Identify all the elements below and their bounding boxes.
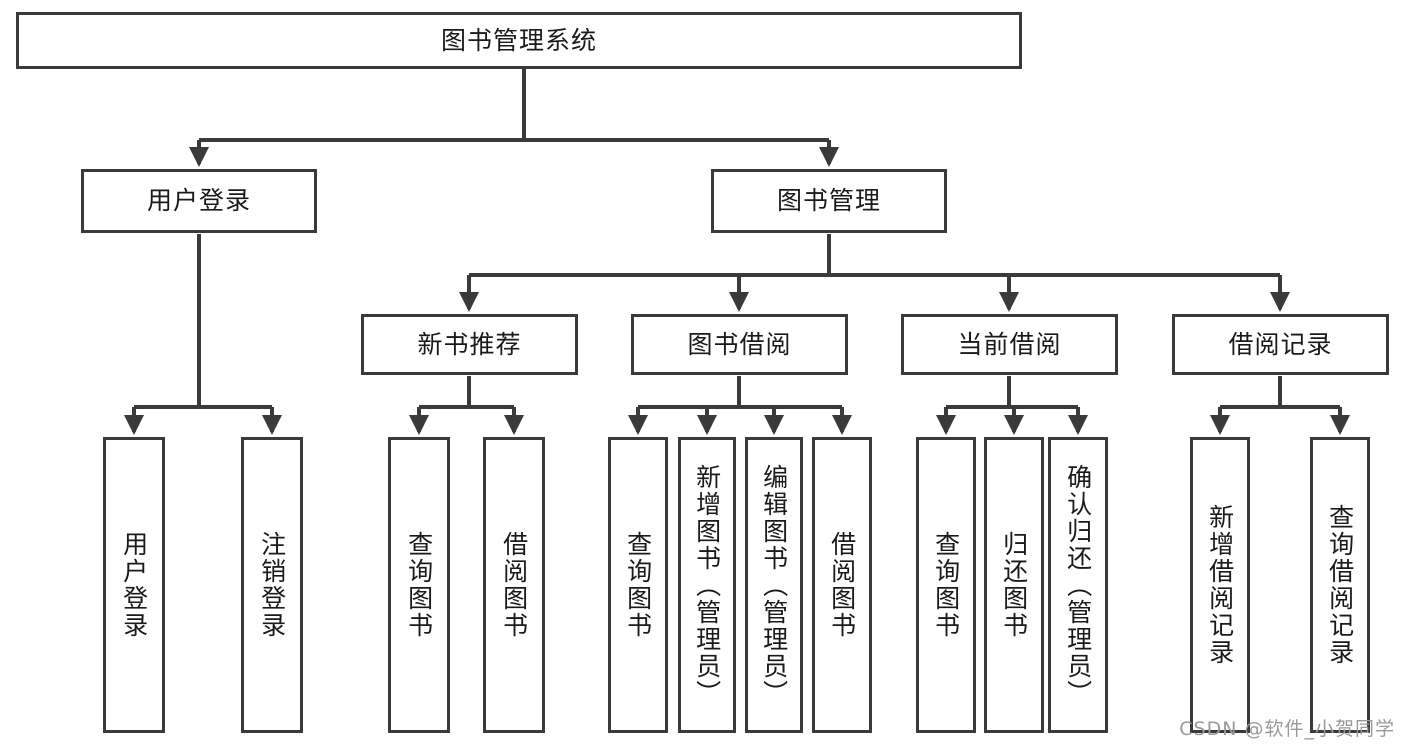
node-label: 借阅图书 (499, 531, 529, 639)
node-label: 查询借阅记录 (1325, 504, 1355, 666)
node-label: 归还图书 (999, 531, 1029, 639)
node-new-book-recommend[interactable]: 新书推荐 (361, 314, 578, 375)
node-leaf-edit-book[interactable]: 编辑图书（管理员） (745, 437, 803, 733)
node-leaf-confirm-return[interactable]: 确认归还（管理员） (1048, 437, 1108, 733)
node-root[interactable]: 图书管理系统 (16, 12, 1022, 69)
node-label: 新书推荐 (417, 329, 522, 359)
node-leaf-query-record[interactable]: 查询借阅记录 (1310, 437, 1370, 733)
node-leaf-add-record[interactable]: 新增借阅记录 (1190, 437, 1250, 733)
node-label: 注销登录 (257, 531, 287, 639)
node-label: 编辑图书（管理员） (759, 463, 789, 707)
node-label: 查询图书 (404, 531, 434, 639)
node-leaf-borrow-book-2[interactable]: 借阅图书 (812, 437, 872, 733)
node-leaf-return-book[interactable]: 归还图书 (984, 437, 1044, 733)
node-label: 新增图书（管理员） (692, 463, 722, 707)
node-current-borrow[interactable]: 当前借阅 (901, 314, 1118, 375)
watermark-text: CSDN @软件_小贺同学 (1179, 718, 1395, 740)
node-label: 图书借阅 (687, 329, 792, 359)
node-user-login[interactable]: 用户登录 (81, 169, 317, 233)
node-label: 借阅图书 (827, 531, 857, 639)
node-leaf-query-book-1[interactable]: 查询图书 (388, 437, 450, 733)
node-leaf-query-book-3[interactable]: 查询图书 (916, 437, 976, 733)
node-book-manage[interactable]: 图书管理 (711, 169, 947, 233)
node-leaf-add-book[interactable]: 新增图书（管理员） (678, 437, 736, 733)
node-label: 图书管理 (776, 186, 881, 215)
node-label: 借阅记录 (1228, 329, 1333, 359)
node-leaf-user-login[interactable]: 用户登录 (103, 437, 165, 733)
node-label: 查询图书 (623, 531, 653, 639)
node-leaf-query-book-2[interactable]: 查询图书 (608, 437, 668, 733)
node-label: 图书管理系统 (440, 25, 597, 55)
node-label: 查询图书 (931, 531, 961, 639)
node-borrow-record[interactable]: 借阅记录 (1172, 314, 1389, 375)
node-book-borrow[interactable]: 图书借阅 (631, 314, 848, 375)
node-label: 确认归还（管理员） (1063, 463, 1093, 707)
node-leaf-borrow-book-1[interactable]: 借阅图书 (483, 437, 545, 733)
node-label: 新增借阅记录 (1205, 504, 1235, 666)
node-label: 用户登录 (146, 186, 251, 215)
node-label: 当前借阅 (957, 329, 1062, 359)
node-label: 用户登录 (119, 531, 149, 639)
node-leaf-logout[interactable]: 注销登录 (241, 437, 303, 733)
